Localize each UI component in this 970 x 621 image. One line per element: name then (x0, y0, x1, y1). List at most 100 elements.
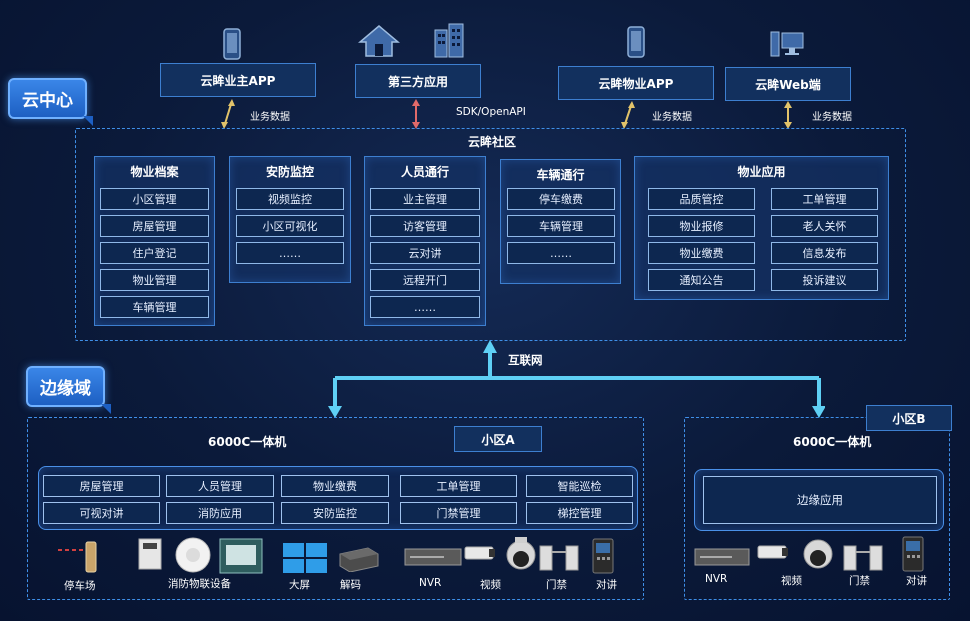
module-item[interactable]: 房屋管理 (100, 215, 209, 237)
module-item[interactable]: 业主管理 (370, 188, 480, 210)
edge-module[interactable]: 消防应用 (166, 502, 274, 524)
edge-module[interactable]: 人员管理 (166, 475, 274, 497)
house-icon (358, 25, 400, 57)
link-arrow (621, 101, 635, 129)
device-label: NVR (419, 577, 442, 589)
module-item[interactable]: 住户登记 (100, 242, 209, 264)
category-title: 物业应用 (737, 165, 786, 179)
edge-module[interactable]: 房屋管理 (43, 475, 160, 497)
building-icon (434, 23, 464, 58)
device-label: 对讲 (596, 579, 617, 591)
decoder-icon (339, 547, 379, 572)
module-item[interactable]: 小区可视化 (236, 215, 344, 237)
video-wall-icon (283, 543, 327, 573)
module-item[interactable]: 物业管理 (100, 269, 209, 291)
module-item[interactable]: 车辆管理 (100, 296, 209, 318)
sdk-arrow (412, 99, 420, 129)
cloud-community-container (75, 128, 906, 341)
device-label: 门禁 (849, 575, 870, 587)
module-item[interactable]: …… (236, 242, 344, 264)
module-item[interactable]: 物业缴费 (648, 242, 755, 264)
category-title: 物业档案 (130, 165, 179, 179)
module-item[interactable]: 访客管理 (370, 215, 480, 237)
app-property[interactable]: 云眸物业APP (558, 66, 714, 100)
device-label: 消防物联设备 (168, 578, 231, 590)
device-label: 大屏 (289, 579, 310, 591)
link-label-property: 业务数据 (652, 112, 692, 123)
module-item[interactable]: 云对讲 (370, 242, 480, 264)
site-b-title: 6000C一体机 (793, 435, 872, 449)
device-label: 视频 (480, 579, 501, 591)
fire-panel-icon (138, 537, 263, 574)
site-a-container (27, 417, 644, 600)
device-label: NVR (705, 573, 728, 585)
internet-label: 互联网 (508, 353, 543, 367)
device-label: 对讲 (906, 575, 927, 587)
category-security-monitoring: 安防监控 视频监控 小区可视化 …… (229, 156, 351, 283)
module-item[interactable]: 品质管控 (648, 188, 755, 210)
link-label-sdk: SDK/OpenAPI (456, 106, 526, 118)
device-label: 停车场 (64, 580, 96, 592)
edge-module[interactable]: 安防监控 (281, 502, 389, 524)
device-label: 门禁 (546, 579, 567, 591)
module-item[interactable]: 远程开门 (370, 269, 480, 291)
camera-icon (464, 537, 536, 570)
intercom-icon (592, 538, 614, 574)
module-item[interactable]: 停车缴费 (507, 188, 615, 210)
edge-module[interactable]: 梯控管理 (526, 502, 633, 524)
app-third-party[interactable]: 第三方应用 (355, 64, 481, 98)
device-label: 视频 (781, 575, 802, 587)
community-title: 云眸社区 (468, 135, 517, 149)
module-item[interactable]: 工单管理 (771, 188, 878, 210)
nvr-icon (694, 548, 750, 566)
module-item[interactable]: 车辆管理 (507, 215, 615, 237)
camera-icon (757, 539, 833, 569)
site-b-modules: 边缘应用 (694, 469, 944, 531)
category-property-records: 物业档案 小区管理 房屋管理 住户登记 物业管理 车辆管理 (94, 156, 215, 326)
mobile-icon (627, 26, 645, 58)
cloud-zone-tag: 云中心 (8, 78, 93, 126)
access-gate-icon (843, 545, 883, 571)
nvr-icon (404, 548, 462, 566)
site-a-title: 6000C一体机 (208, 435, 287, 449)
module-item[interactable]: …… (370, 296, 480, 318)
category-title: 车辆通行 (536, 168, 585, 182)
intercom-icon (902, 536, 924, 572)
desktop-icon (770, 31, 804, 57)
site-b-tag: 小区B (866, 405, 952, 431)
module-item[interactable]: 信息发布 (771, 242, 878, 264)
edge-module[interactable]: 物业缴费 (281, 475, 389, 497)
mobile-icon (223, 28, 241, 60)
site-b-container (684, 417, 950, 600)
category-title: 人员通行 (400, 165, 449, 179)
edge-module[interactable]: 智能巡检 (526, 475, 633, 497)
edge-module[interactable]: 边缘应用 (703, 476, 937, 524)
category-property-apps: 物业应用 品质管控 工单管理 物业报修 老人关怀 物业缴费 信息发布 通知公告 … (634, 156, 889, 300)
barrier-gate-icon (58, 541, 97, 573)
edge-module[interactable]: 门禁管理 (400, 502, 517, 524)
app-owner[interactable]: 云眸业主APP (160, 63, 316, 97)
module-item[interactable]: 物业报修 (648, 215, 755, 237)
module-item[interactable]: 视频监控 (236, 188, 344, 210)
link-arrow (784, 101, 792, 129)
site-a-tag: 小区A (454, 426, 542, 452)
category-personnel-access: 人员通行 业主管理 访客管理 云对讲 远程开门 …… (364, 156, 486, 326)
link-label-web: 业务数据 (812, 112, 852, 123)
app-web[interactable]: 云眸Web端 (725, 67, 851, 101)
category-title: 安防监控 (265, 165, 314, 179)
site-a-modules: 房屋管理 人员管理 物业缴费 工单管理 智能巡检 可视对讲 消防应用 安防监控 … (38, 466, 638, 530)
edge-module[interactable]: 工单管理 (400, 475, 517, 497)
device-label: 解码 (340, 579, 361, 591)
edge-module[interactable]: 可视对讲 (43, 502, 160, 524)
category-vehicle-access: 车辆通行 停车缴费 车辆管理 …… (500, 159, 621, 284)
link-label-owner: 业务数据 (250, 112, 290, 123)
internet-connector (328, 340, 825, 418)
module-item[interactable]: 小区管理 (100, 188, 209, 210)
module-item[interactable]: 投诉建议 (771, 269, 878, 291)
edge-zone-tag: 边缘域 (26, 366, 111, 414)
link-arrow (221, 99, 235, 129)
module-item[interactable]: 老人关怀 (771, 215, 878, 237)
access-gate-icon (539, 545, 579, 571)
module-item[interactable]: …… (507, 242, 615, 264)
module-item[interactable]: 通知公告 (648, 269, 755, 291)
